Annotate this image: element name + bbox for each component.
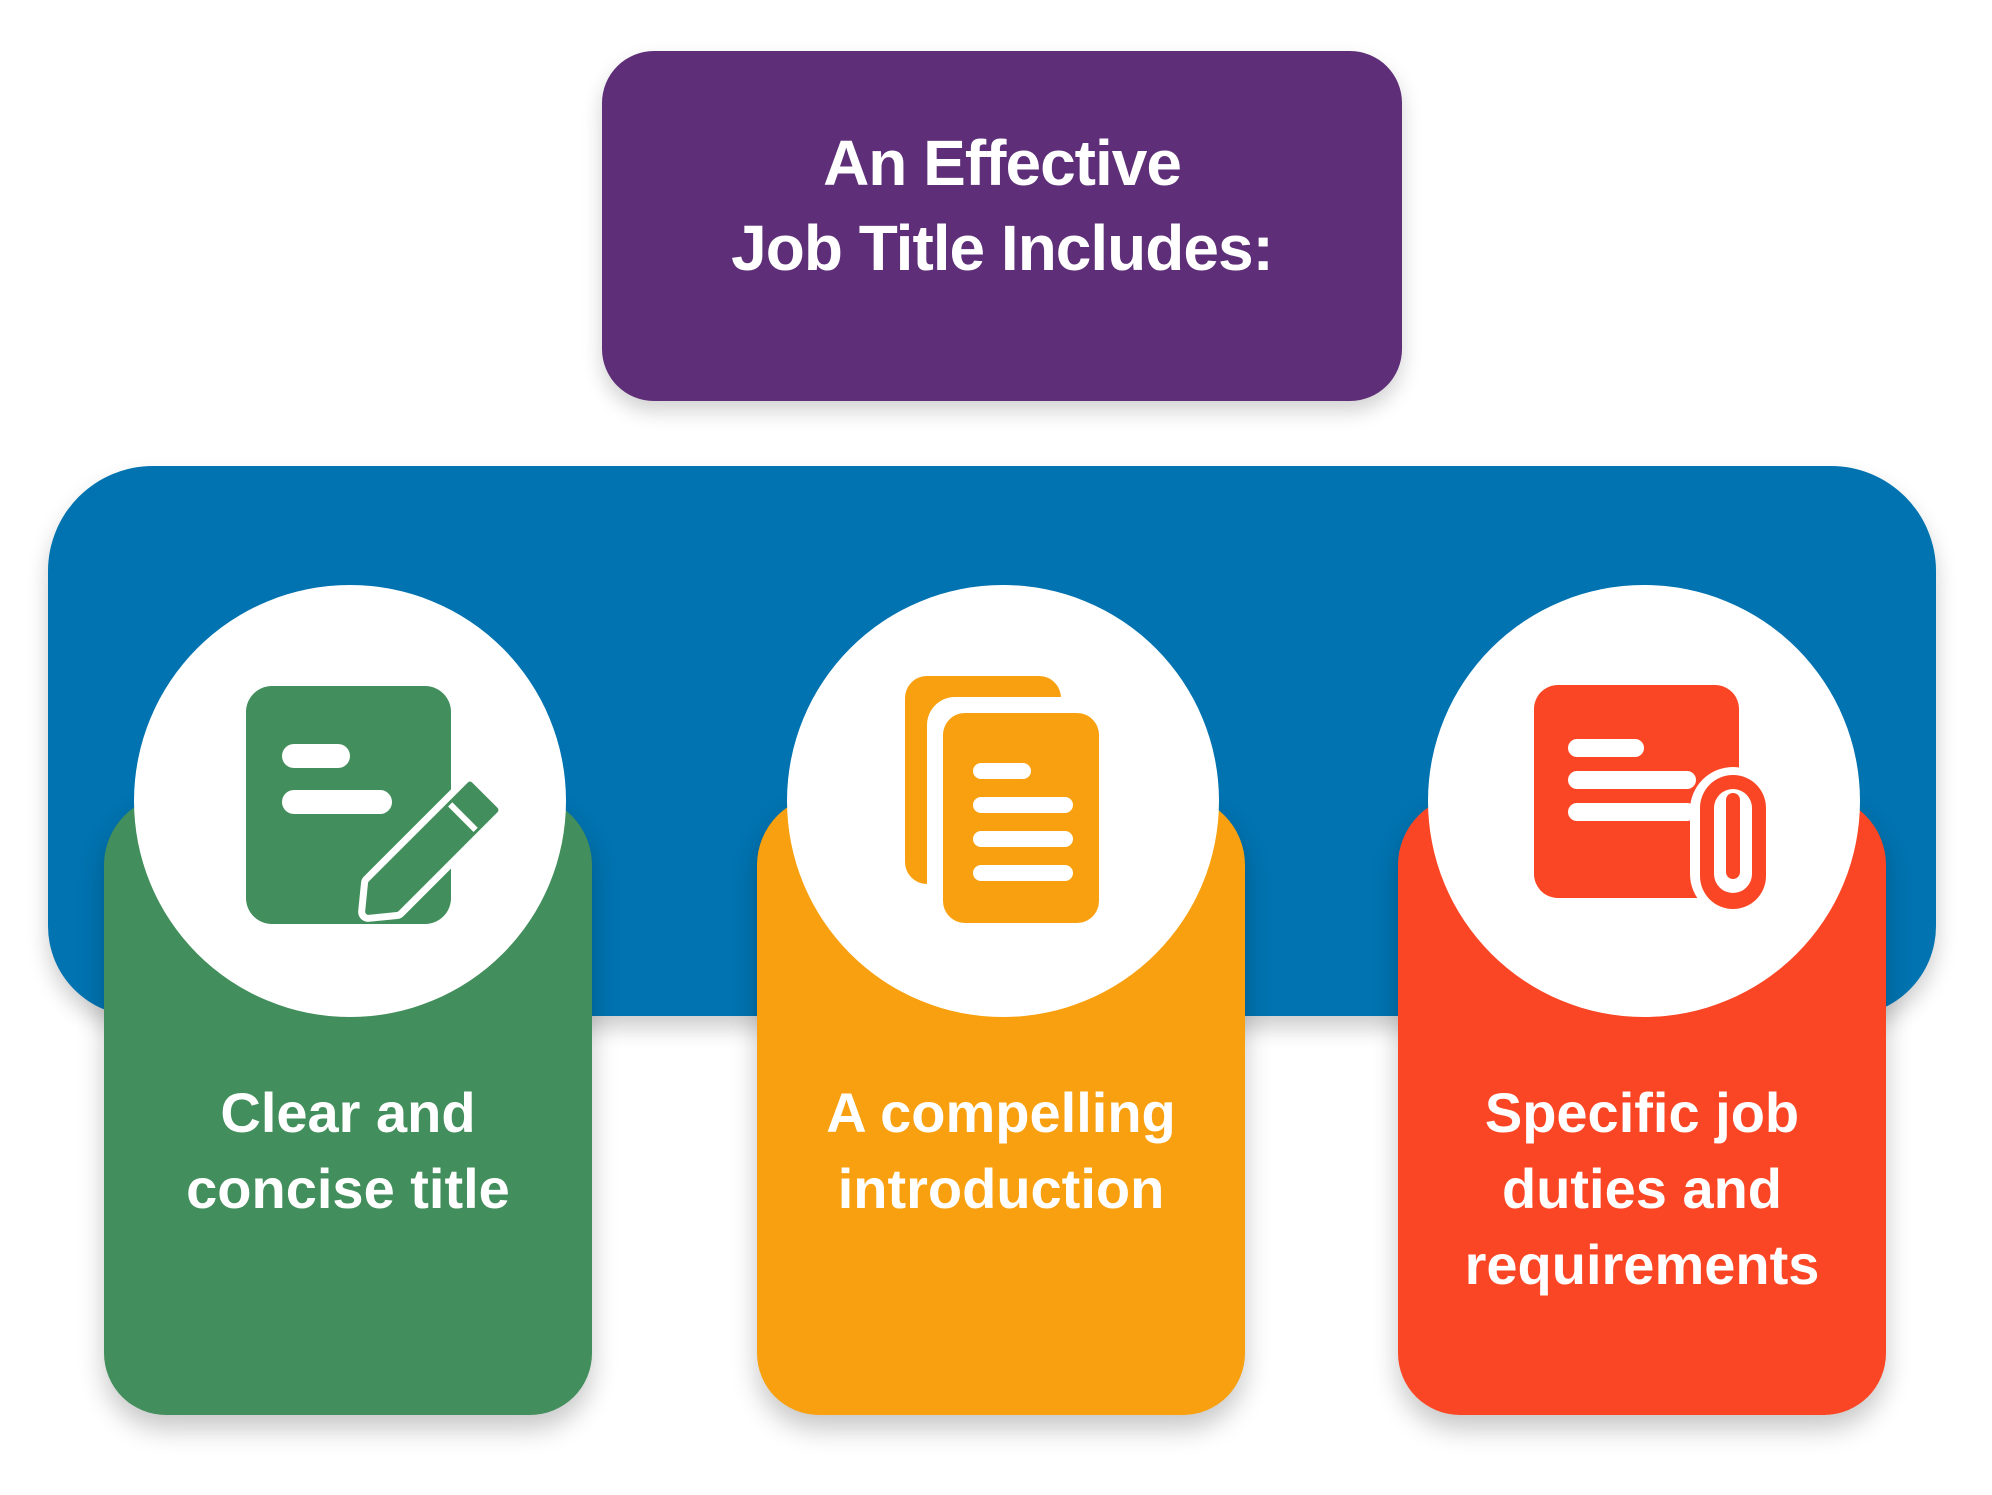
icon-circle-1 (134, 585, 566, 1017)
card-label: A compelling introduction (757, 1075, 1245, 1227)
card-label: Specific job duties and requirements (1398, 1075, 1886, 1303)
document-pencil-icon (246, 686, 506, 924)
title-line-1: An Effective (823, 127, 1182, 199)
card-label-line: concise title (186, 1157, 510, 1220)
document-attachment-icon (1534, 685, 1776, 917)
icon-circle-3 (1428, 585, 1860, 1017)
icon-circle-2 (787, 585, 1219, 1017)
card-label: Clear and concise title (104, 1075, 592, 1227)
card-label-line: introduction (837, 1157, 1165, 1220)
documents-copy-icon (905, 676, 1103, 929)
card-label-line: requirements (1464, 1233, 1820, 1296)
title-box: An Effective Job Title Includes: (602, 51, 1402, 401)
card-label-line: Clear and (220, 1081, 476, 1144)
card-label-line: Specific job (1484, 1081, 1800, 1144)
card-label-line: A compelling (826, 1081, 1176, 1144)
card-label-line: duties and (1501, 1157, 1783, 1220)
title-line-2: Job Title Includes: (731, 212, 1274, 284)
